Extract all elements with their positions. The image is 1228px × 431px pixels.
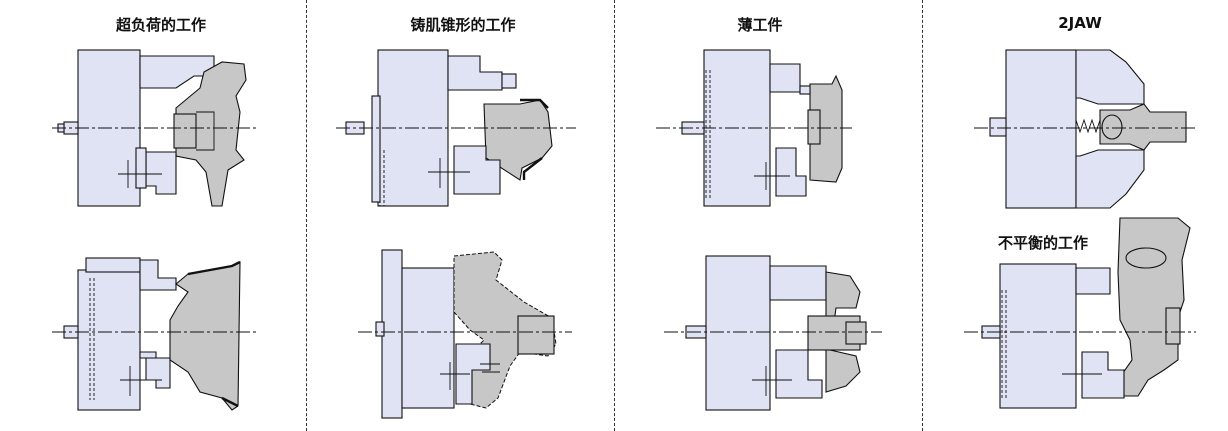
panel-title-thin-workpiece: 薄工件 (737, 16, 783, 34)
diagram-thin-bottom (664, 255, 882, 411)
panel-title-overload: 超负荷的工作 (115, 16, 206, 34)
diagram-overload-top (52, 49, 258, 207)
diagram-unbalanced (964, 217, 1196, 409)
diagram-overload-bottom (52, 257, 258, 411)
divider-3 (922, 0, 923, 431)
diagram-thin-top (656, 49, 852, 207)
label-unbalanced-work: 不平衡的工作 (998, 234, 1089, 252)
panel-title-2jaw: 2JAW (1058, 14, 1102, 32)
divider-1 (306, 0, 307, 431)
divider-2 (614, 0, 615, 431)
diagram-2jaw-top (974, 49, 1196, 209)
panel-title-cast-taper: 铸肌锥形的工作 (410, 16, 516, 34)
diagram-cast-taper-top (336, 49, 576, 207)
diagram-cast-taper-bottom (358, 249, 572, 419)
